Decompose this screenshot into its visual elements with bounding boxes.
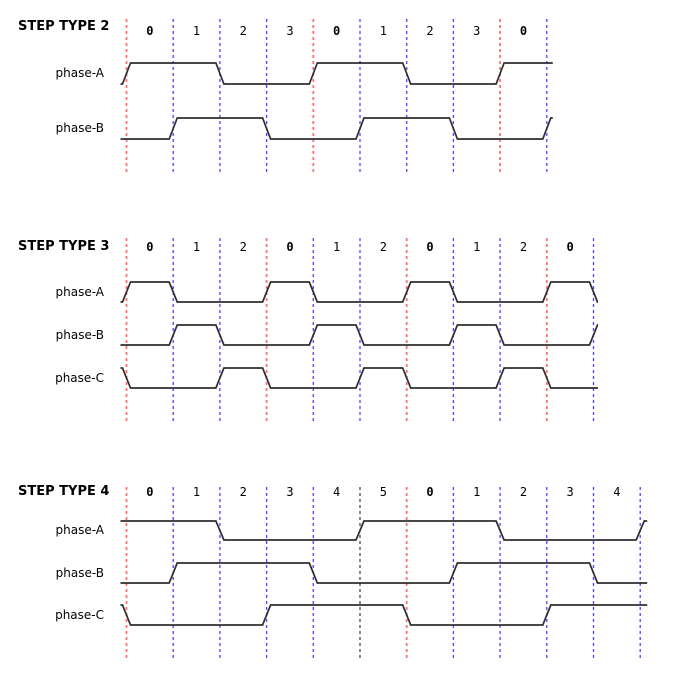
phase-label-phase-A: phase-A bbox=[55, 285, 105, 299]
phase-label-phase-A: phase-A bbox=[55, 523, 105, 537]
step-number-label: 4 bbox=[613, 485, 621, 499]
step-type-2-title: STEP TYPE 2 bbox=[18, 19, 110, 34]
step-number-label: 1 bbox=[333, 240, 341, 254]
waveform-phase-A bbox=[120, 520, 648, 541]
step-number-label: 3 bbox=[286, 24, 294, 38]
waveform-phase-B bbox=[120, 562, 648, 584]
step-type-4-title: STEP TYPE 4 bbox=[18, 484, 110, 499]
step-number-label: 0 bbox=[426, 240, 434, 254]
step-number-label: 0 bbox=[146, 240, 154, 254]
step-number-label: 2 bbox=[239, 485, 247, 499]
phase-label-phase-B: phase-B bbox=[55, 328, 104, 342]
step-number-label: 3 bbox=[566, 485, 574, 499]
step-number-label: 2 bbox=[239, 24, 247, 38]
step-number-label: 1 bbox=[379, 24, 387, 38]
waveform-phase-B bbox=[120, 117, 553, 140]
step-type-3-title: STEP TYPE 3 bbox=[18, 239, 110, 254]
step-number-label: 2 bbox=[519, 240, 528, 254]
phase-label-phase-B: phase-B bbox=[55, 121, 104, 135]
step-number-label: 1 bbox=[192, 24, 201, 38]
step-number-label: 1 bbox=[473, 485, 481, 499]
step-number-label: 0 bbox=[146, 485, 154, 499]
step-number-label: 0 bbox=[519, 24, 528, 38]
step-number-label: 1 bbox=[192, 240, 201, 254]
phase-label-phase-A: phase-A bbox=[55, 66, 105, 80]
step-number-label: 0 bbox=[566, 240, 574, 254]
step-number-label: 2 bbox=[519, 485, 528, 499]
waveform-phase-B bbox=[120, 324, 599, 346]
step-number-label: 3 bbox=[473, 24, 481, 38]
waveform-phase-C bbox=[120, 604, 648, 626]
step-number-label: 0 bbox=[146, 24, 154, 38]
step-number-label: 2 bbox=[239, 240, 247, 254]
waveform-phase-A bbox=[120, 62, 553, 85]
waveform-phase-C bbox=[120, 367, 598, 389]
phase-label-phase-C: phase-C bbox=[55, 608, 104, 622]
step-number-label: 0 bbox=[286, 240, 294, 254]
phase-label-phase-B: phase-B bbox=[55, 566, 104, 580]
step-number-label: 3 bbox=[286, 485, 294, 499]
step-number-label: 5 bbox=[379, 485, 387, 499]
waveform-phase-A bbox=[120, 281, 599, 303]
step-number-label: 2 bbox=[379, 240, 387, 254]
step-number-label: 2 bbox=[426, 24, 434, 38]
step-number-label: 1 bbox=[192, 485, 201, 499]
phase-label-phase-C: phase-C bbox=[55, 371, 104, 385]
step-number-label: 1 bbox=[473, 240, 481, 254]
step-number-label: 0 bbox=[426, 485, 434, 499]
step-number-label: 0 bbox=[333, 24, 341, 38]
step-number-label: 4 bbox=[333, 485, 341, 499]
